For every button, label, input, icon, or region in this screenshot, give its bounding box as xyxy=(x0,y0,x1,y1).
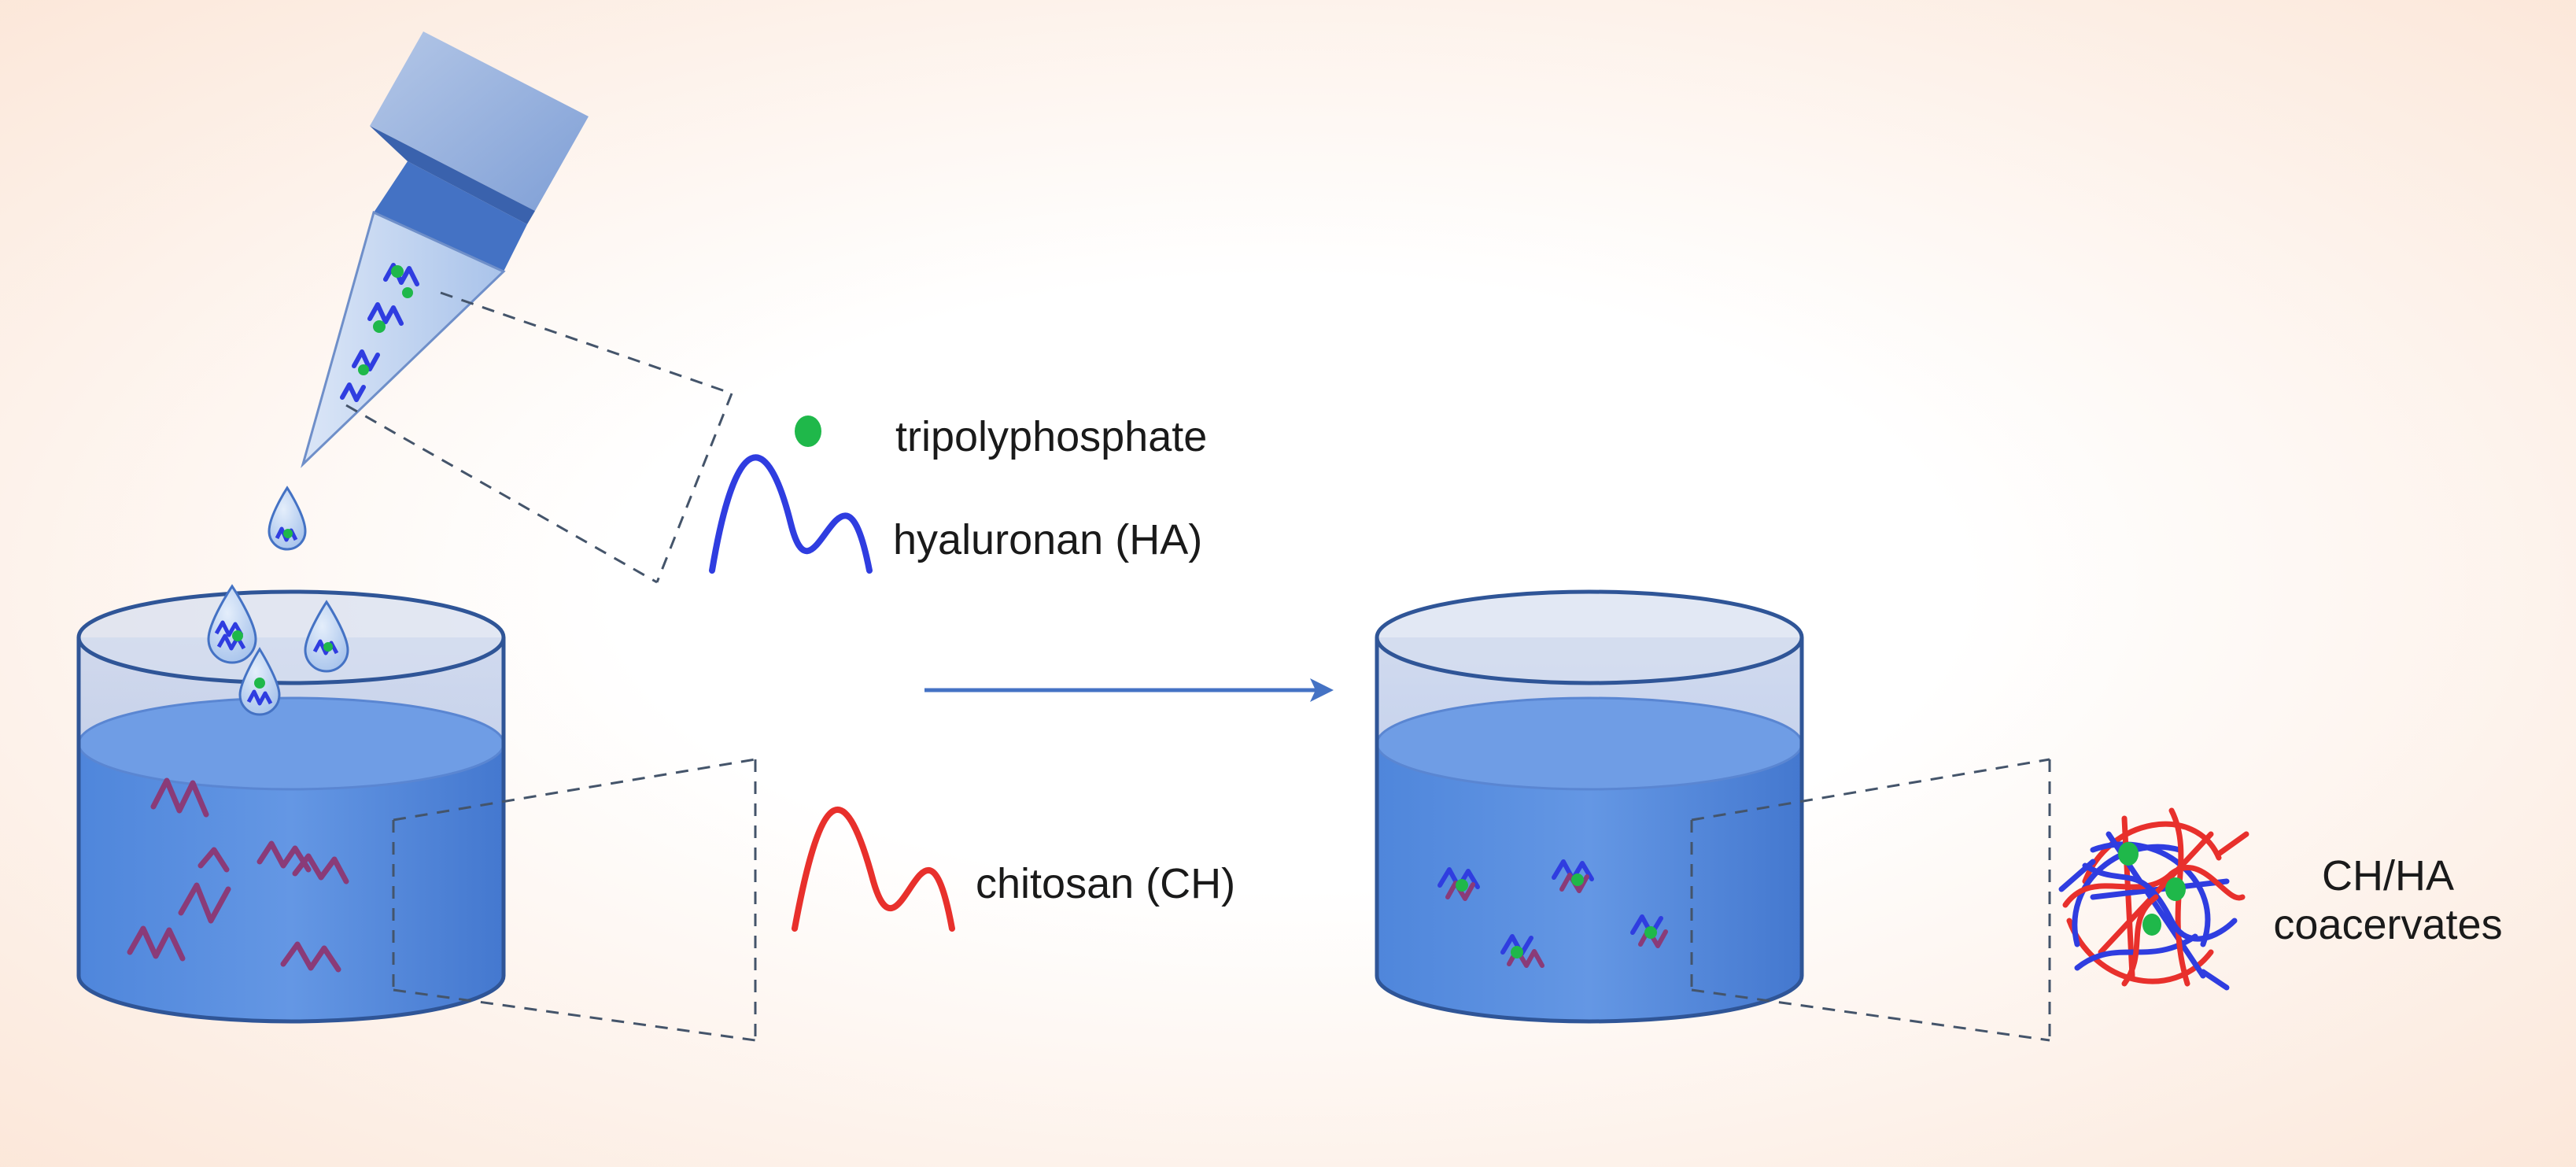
pipette-cap-band xyxy=(370,126,535,224)
chitosan-strand xyxy=(197,847,230,873)
left-beaker-water-surface xyxy=(77,696,505,791)
right-beaker xyxy=(1375,589,1804,1024)
product-label: CH/HA coacervates xyxy=(2258,851,2518,949)
legend-hyaluronan-label: hyaluronan (HA) xyxy=(893,516,1203,563)
chitosan-strand xyxy=(127,925,186,962)
pipette-drop xyxy=(268,486,307,551)
pipette-tpp-dots xyxy=(358,265,413,375)
drop xyxy=(207,584,257,664)
pipette xyxy=(268,31,589,551)
legend-hyaluronan-icon xyxy=(709,454,873,574)
right-beaker-bottom xyxy=(1375,975,1804,1024)
left-beaker xyxy=(76,584,506,1024)
chitosan-strands-in-solution xyxy=(127,777,349,973)
coacervate-cluster-icon xyxy=(2058,807,2249,991)
legend-tripolyphosphate-icon xyxy=(795,415,821,447)
coacervate-complex xyxy=(1437,867,1480,901)
coacervate-complex xyxy=(1630,914,1668,948)
pipette-callout xyxy=(345,291,733,584)
legend-chitosan-label: chitosan (CH) xyxy=(976,860,1236,907)
pipette-tip xyxy=(301,210,506,468)
coacervates-in-solution xyxy=(1437,859,1668,968)
right-water-callout xyxy=(1690,758,2051,1042)
left-beaker-rim xyxy=(76,589,506,685)
falling-drops xyxy=(207,584,349,716)
right-beaker-water xyxy=(1377,744,1802,1021)
coacervate-complex xyxy=(1552,859,1594,893)
pipette-cap xyxy=(374,161,527,271)
chitosan-strand xyxy=(178,882,231,924)
drop xyxy=(304,600,349,673)
chitosan-strand xyxy=(256,840,312,873)
legend xyxy=(709,415,955,932)
chitosan-strand xyxy=(292,853,349,884)
product-label-line2: coacervates xyxy=(2273,901,2503,949)
right-beaker-rim xyxy=(1375,589,1804,685)
process-arrow xyxy=(924,678,1334,702)
chitosan-strand xyxy=(150,777,209,818)
pipette-contents xyxy=(340,263,419,402)
left-beaker-water xyxy=(79,744,504,1021)
drop xyxy=(238,647,281,716)
coacervate-complex xyxy=(1500,934,1544,968)
legend-tripolyphosphate-label: tripolyphosphate xyxy=(895,413,1208,460)
left-water-callout xyxy=(392,758,757,1042)
chitosan-strand xyxy=(280,941,341,973)
legend-chitosan-icon xyxy=(792,807,955,932)
right-beaker-water-surface xyxy=(1375,696,1803,791)
pipette-cap-top xyxy=(370,31,589,211)
product-label-line1: CH/HA xyxy=(2321,852,2454,899)
left-beaker-bottom xyxy=(76,975,506,1024)
